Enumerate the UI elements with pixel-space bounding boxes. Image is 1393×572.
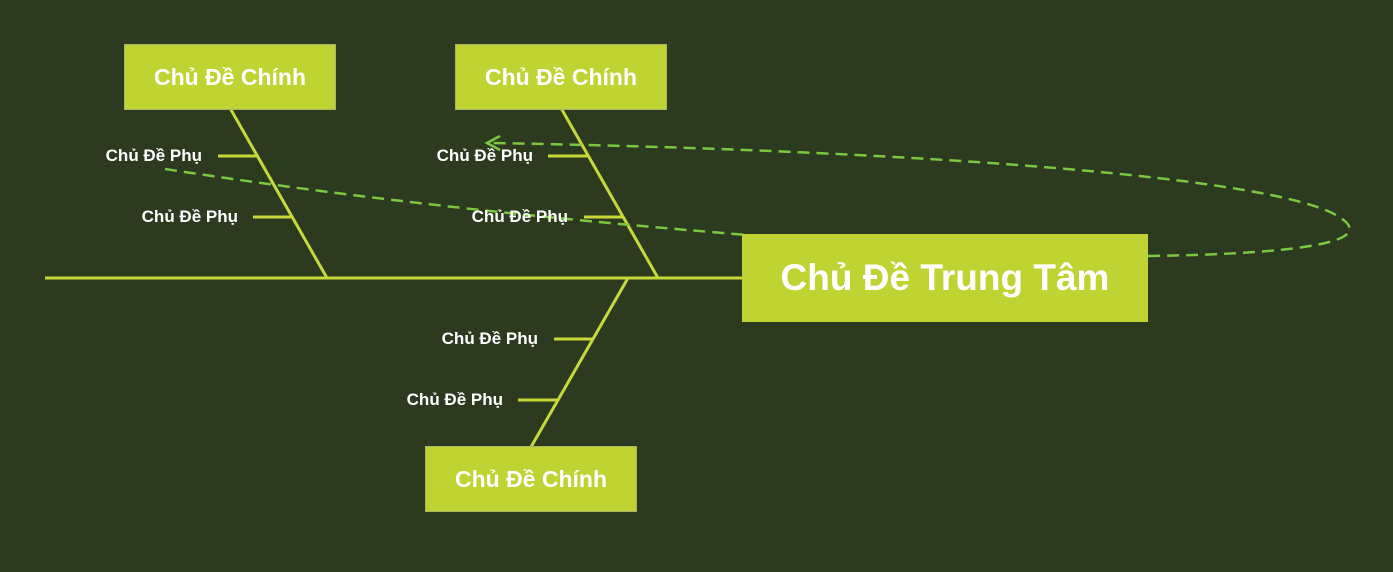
main-topic-1[interactable]: Chủ Đề Chính xyxy=(124,44,336,110)
main-topic-2[interactable]: Chủ Đề Chính xyxy=(455,44,667,110)
branch-2-subtopic-2[interactable]: Chủ Đề Phụ xyxy=(471,207,568,226)
central-topic[interactable]: Chủ Đề Trung Tâm xyxy=(742,234,1148,322)
branch-2-bone xyxy=(559,107,660,279)
branch-1-subtopic-2[interactable]: Chủ Đề Phụ xyxy=(141,207,238,226)
branch-3-subtopic-1[interactable]: Chủ Đề Phụ xyxy=(441,329,538,348)
branch-3-subtopic-2[interactable]: Chủ Đề Phụ xyxy=(406,390,503,409)
main-topic-3[interactable]: Chủ Đề Chính xyxy=(425,446,637,512)
relationship-dashed-line[interactable] xyxy=(164,141,1351,258)
relationship-arrowhead-icon xyxy=(484,134,501,152)
branch-1-bone xyxy=(228,107,329,279)
branch-3-bone xyxy=(529,277,630,448)
branch-1-subtopic-1[interactable]: Chủ Đề Phụ xyxy=(105,146,202,165)
branch-2-subtopic-1[interactable]: Chủ Đề Phụ xyxy=(436,146,533,165)
